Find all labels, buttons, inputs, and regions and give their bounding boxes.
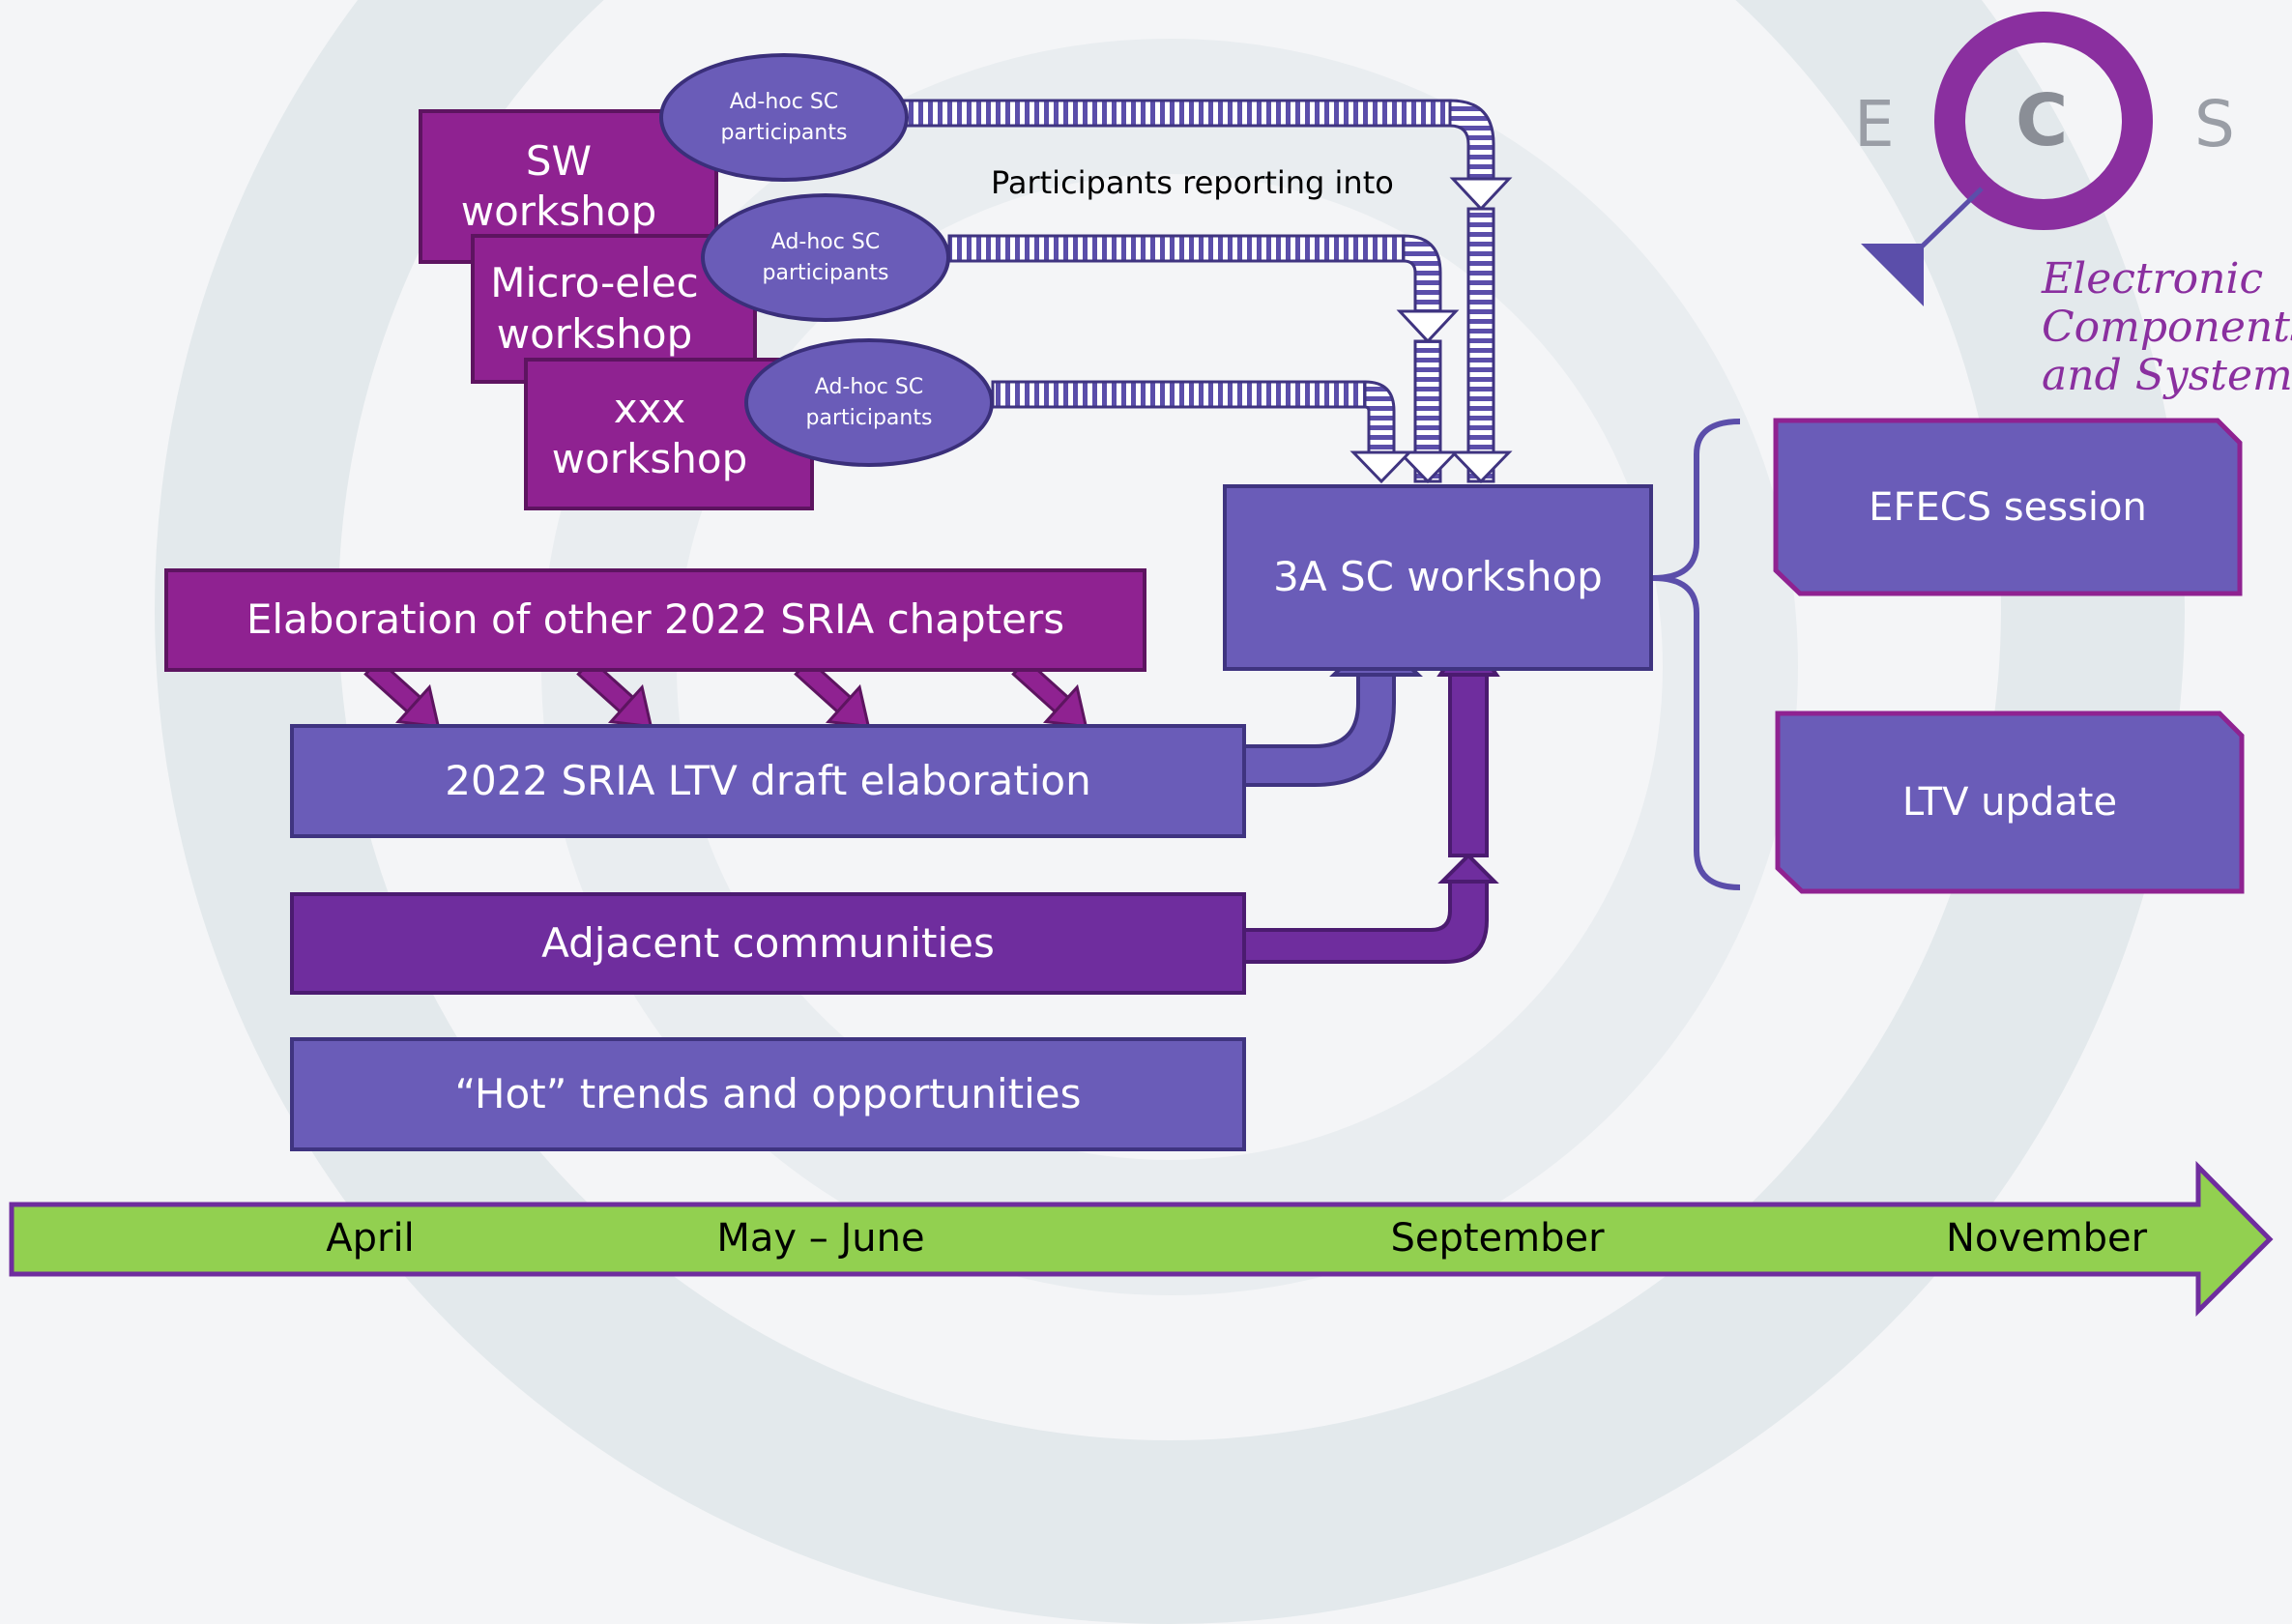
adhoc-oval-3: Ad-hoc SC participants	[744, 338, 994, 467]
participants-connector-1	[902, 99, 1513, 484]
output-brace	[1652, 419, 1741, 890]
logo-letter-e: E	[1854, 87, 1895, 161]
adhoc-oval-1: Ad-hoc SC participants	[659, 53, 909, 182]
logo-letter-c: C	[2016, 79, 2069, 162]
sc-workshop-box: 3A SC workshop	[1223, 484, 1653, 671]
logo-tagline-1: Electronic	[2042, 254, 2264, 304]
elaboration-arrows	[363, 657, 1088, 729]
ltv-draft-label: 2022 SRIA LTV draft elaboration	[445, 756, 1091, 804]
timeline-arrow	[9, 1160, 2274, 1318]
logo-tagline-3: and Systems	[2042, 351, 2292, 400]
ltv-draft-box: 2022 SRIA LTV draft elaboration	[290, 724, 1246, 838]
adhoc-oval-1-line1: Ad-hoc SC	[729, 89, 839, 114]
adhoc-oval-2-line1: Ad-hoc SC	[770, 229, 881, 254]
logo-letter-s: S	[2194, 87, 2235, 161]
adhoc-oval-2: Ad-hoc SC participants	[701, 193, 950, 322]
participants-connector-3	[991, 380, 1413, 484]
ltv-update-box-shape	[1775, 710, 2245, 894]
elaboration-box: Elaboration of other 2022 SRIA chapters	[164, 568, 1146, 672]
connector-layer	[9, 12, 2274, 1318]
ltv-update-box: LTV update	[1775, 710, 2245, 894]
timeline-april: April	[326, 1216, 415, 1261]
efecs-session-box: EFECS session	[1773, 418, 2243, 596]
hot-trends-box: “Hot” trends and opportunities	[290, 1037, 1246, 1151]
timeline-september: September	[1390, 1216, 1605, 1261]
xxx-line2: workshop	[551, 435, 748, 482]
sc-workshop-label: 3A SC workshop	[1273, 553, 1603, 601]
elaboration-label: Elaboration of other 2022 SRIA chapters	[246, 595, 1065, 644]
adjacent-communities-box: Adjacent communities	[290, 892, 1246, 995]
micro-elec-line1: Micro-elec	[490, 259, 699, 306]
adjacent-communities-label: Adjacent communities	[541, 918, 995, 967]
timeline-may-june: May – June	[716, 1216, 925, 1261]
efecs-box-shape	[1773, 418, 2243, 596]
sw-workshop-label: SW workshop	[460, 136, 657, 236]
adhoc-oval-2-line2: participants	[762, 260, 889, 285]
adhoc-oval-3-line2: participants	[805, 405, 933, 430]
adhoc-oval-3-line1: Ad-hoc SC	[814, 374, 924, 399]
participants-connector-2	[947, 234, 1460, 484]
ecs-logo-graphic	[1861, 12, 2153, 306]
timeline-november: November	[1945, 1216, 2148, 1261]
adjacent-to-sc-arrow	[1242, 630, 1500, 964]
adhoc-oval-1-line2: participants	[720, 120, 848, 145]
ltv-update-label: LTV update	[1901, 780, 2118, 825]
micro-elec-line2: workshop	[496, 309, 693, 358]
efecs-session-label: EFECS session	[1869, 484, 2147, 530]
xxx-line1: xxx	[613, 384, 686, 432]
reporting-label: Participants reporting into	[991, 164, 1394, 201]
logo-tagline-2: Components	[2042, 303, 2292, 352]
hot-trends-label: “Hot” trends and opportunities	[454, 1069, 1082, 1117]
